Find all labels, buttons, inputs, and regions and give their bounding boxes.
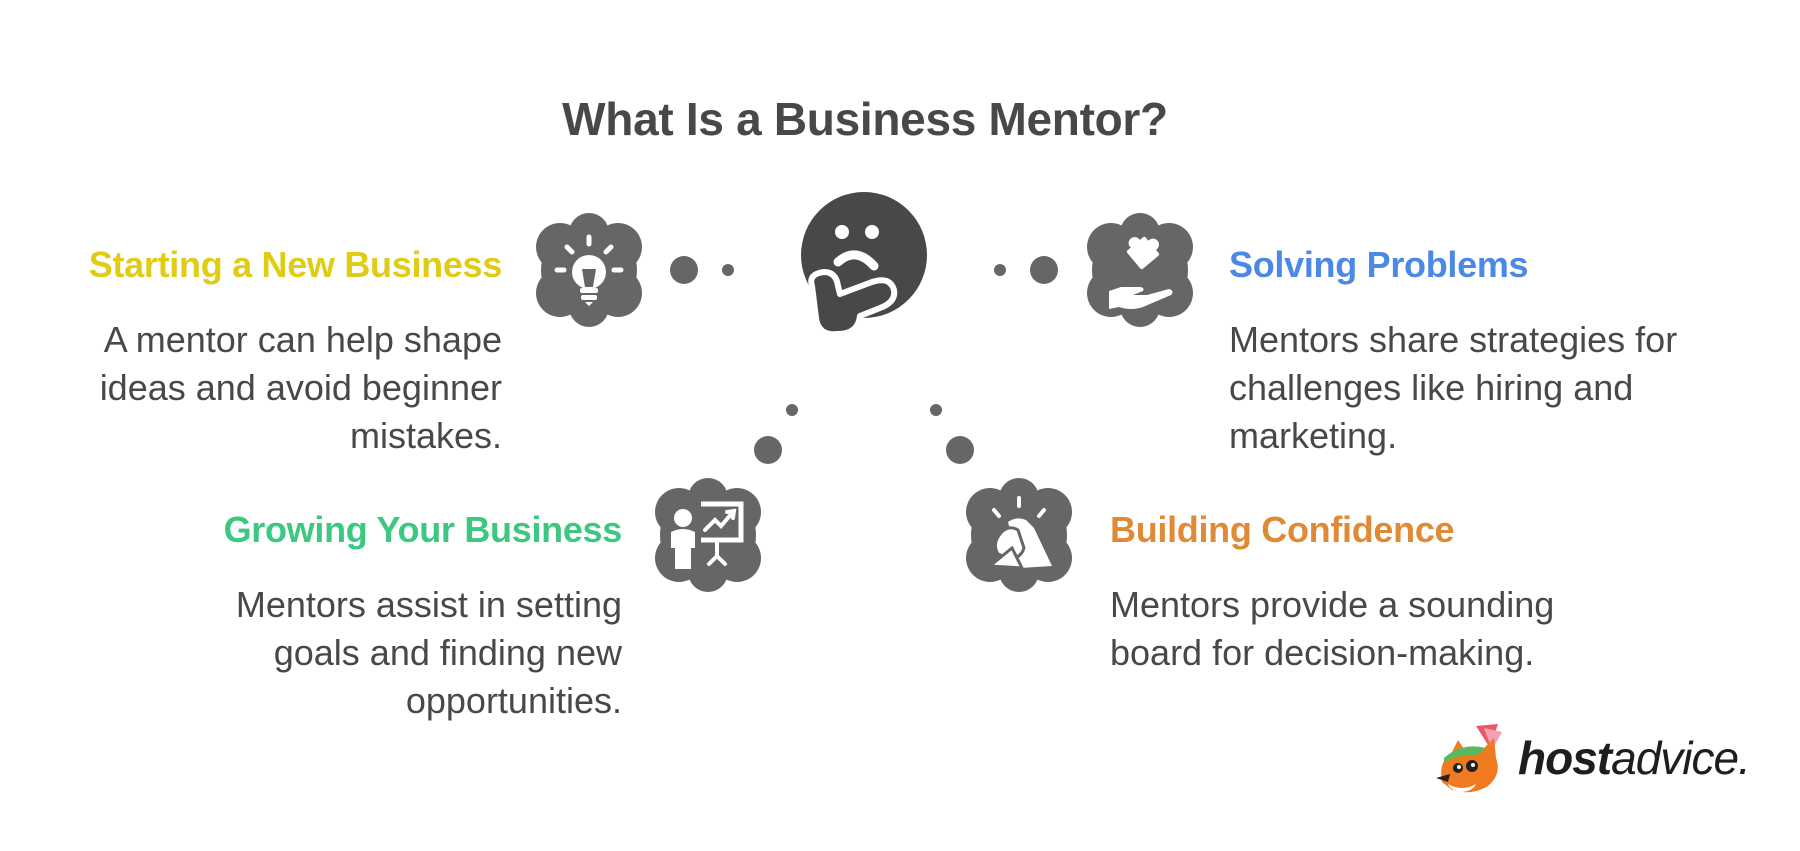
thinking-face-icon — [801, 192, 927, 338]
item-heading: Solving Problems — [1229, 244, 1529, 285]
connector-dot — [722, 264, 734, 276]
connector-dot — [946, 436, 974, 464]
connector-dot — [930, 404, 942, 416]
logo-text: hostadvice. — [1518, 731, 1751, 785]
raised-fist-icon — [966, 478, 1072, 592]
connector-dot — [754, 436, 782, 464]
description-line: marketing. — [1229, 415, 1398, 456]
description-line: ideas and avoid beginner — [99, 367, 502, 408]
description-line: board for decision-making. — [1110, 632, 1535, 673]
item-heading: Building Confidence — [1110, 509, 1455, 550]
description-line: goals and finding new — [273, 632, 622, 673]
description-line: mistakes. — [349, 415, 502, 456]
item-heading: Starting a New Business — [88, 244, 503, 285]
logo-text-bold: host — [1518, 732, 1612, 784]
item-description: Mentors assist in setting goals and find… — [150, 581, 622, 725]
description-line: Mentors share strategies for — [1229, 319, 1678, 360]
puzzle-hand-icon — [1087, 213, 1193, 327]
item-description: Mentors provide a sounding board for dec… — [1110, 581, 1670, 677]
item-solving: Solving Problems Mentors share strategie… — [1229, 244, 1789, 460]
connector-dot — [786, 404, 798, 416]
item-growing: Growing Your Business Mentors assist in … — [150, 509, 623, 725]
logo-text-light: advice. — [1611, 732, 1751, 784]
connector-dot — [1030, 256, 1058, 284]
item-description: A mentor can help shape ideas and avoid … — [40, 316, 502, 460]
description-line: A mentor can help shape — [103, 319, 502, 360]
page-title: What Is a Business Mentor? — [562, 93, 1168, 145]
item-description: Mentors share strategies for challenges … — [1229, 316, 1789, 460]
item-starting: Starting a New Business A mentor can hel… — [40, 244, 503, 460]
connector-dot — [994, 264, 1006, 276]
description-line: challenges like hiring and — [1229, 367, 1634, 408]
connector-dot — [670, 256, 698, 284]
fox-mascot-icon — [1436, 724, 1502, 793]
item-building: Building Confidence Mentors provide a so… — [1110, 509, 1670, 677]
lightbulb-icon — [536, 213, 642, 327]
description-line: Mentors provide a sounding — [1110, 584, 1555, 625]
item-heading: Growing Your Business — [223, 509, 623, 550]
description-line: opportunities. — [405, 680, 622, 721]
hostadvice-logo: hostadvice. — [1432, 722, 1751, 794]
presentation-chart-icon — [655, 478, 761, 592]
description-line: Mentors assist in setting — [235, 584, 622, 625]
